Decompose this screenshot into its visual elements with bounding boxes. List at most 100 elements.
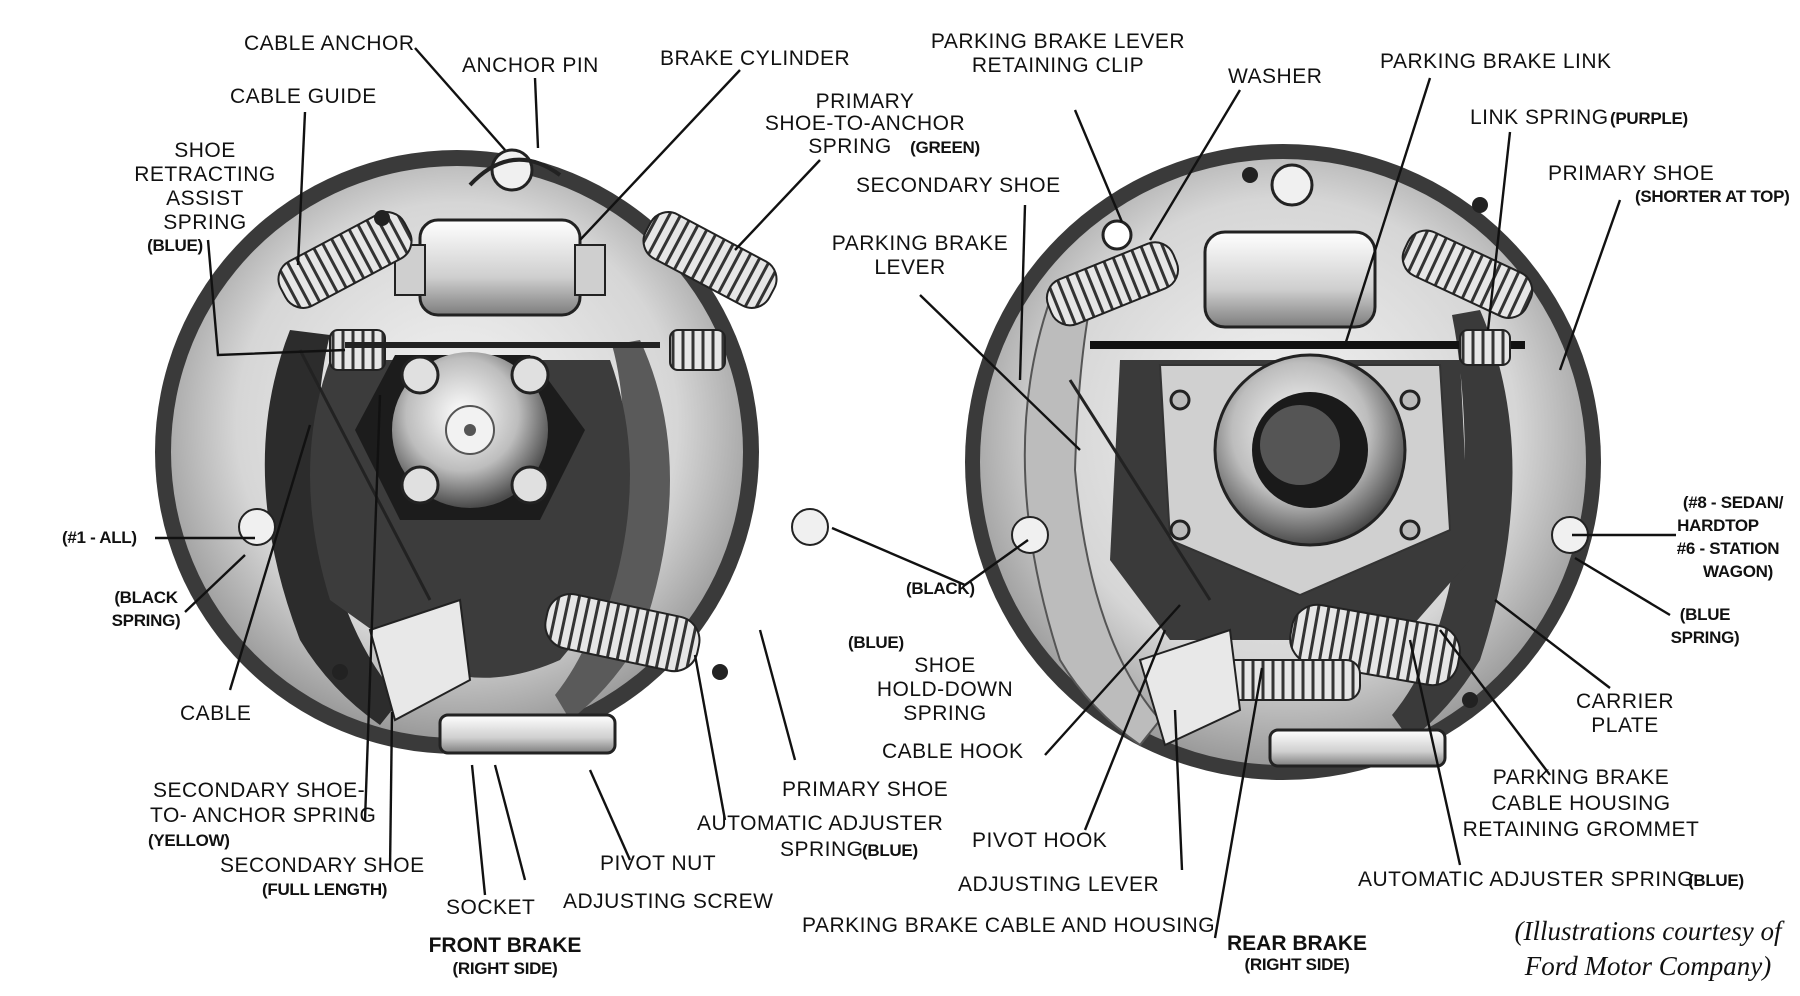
label-carrier-plate: CARRIER PLATE	[1576, 690, 1674, 737]
svg-text:SHOE: SHOE	[174, 139, 236, 162]
leader-lines	[155, 47, 1676, 939]
rear-plate-hole-2	[1472, 197, 1488, 213]
label-sedan-wagon: (#8 - SEDAN/ HARDTOP #6 - STATION WAGON)	[1677, 493, 1784, 581]
svg-text:(BLUE): (BLUE)	[1688, 871, 1744, 890]
svg-text:#6 - STATION: #6 - STATION	[1677, 539, 1780, 558]
svg-text:RETAINING GROMMET: RETAINING GROMMET	[1463, 818, 1700, 841]
svg-text:RETAINING CLIP: RETAINING CLIP	[972, 54, 1144, 77]
svg-text:RETRACTING: RETRACTING	[134, 163, 276, 186]
svg-text:HOLD-DOWN: HOLD-DOWN	[877, 678, 1013, 701]
svg-text:SPRING: SPRING	[163, 211, 247, 234]
front-cylinder-boot-right	[574, 244, 606, 296]
svg-text:(FULL LENGTH): (FULL LENGTH)	[262, 880, 387, 899]
front-brake-illustration	[155, 148, 829, 755]
label-pb-lever-clip: PARKING BRAKE LEVER RETAINING CLIP	[931, 30, 1185, 77]
label-shoe-holddown-spring: SHOE HOLD-DOWN SPRING	[877, 654, 1013, 725]
label-anchor-pin: ANCHOR PIN	[462, 54, 599, 77]
svg-text:(YELLOW): (YELLOW)	[148, 831, 230, 850]
svg-text:(Illustrations courtesy of: (Illustrations courtesy of	[1515, 916, 1785, 946]
label-primary-spring: PRIMARY SHOE-TO-ANCHOR SPRING (GREEN)	[765, 90, 980, 158]
rear-primary-shoe	[1392, 310, 1513, 740]
label-adjusting-lever: ADJUSTING LEVER	[958, 873, 1159, 896]
rear-springs	[1045, 229, 1534, 701]
front-plate-hole-3	[712, 664, 728, 680]
svg-text:(RIGHT SIDE): (RIGHT SIDE)	[1244, 955, 1349, 974]
label-rear-blue-spring: (BLUE SPRING)	[1671, 605, 1740, 647]
front-cable-anchor-plate	[468, 157, 562, 187]
front-plate-hole-1	[374, 210, 390, 226]
rear-adjusting-screw	[1268, 728, 1447, 768]
svg-text:(#8 - SEDAN/: (#8 - SEDAN/	[1683, 493, 1784, 512]
label-cable-guide: CABLE GUIDE	[230, 85, 377, 108]
rear-labels: PARKING BRAKE LEVER RETAINING CLIP WASHE…	[802, 30, 1790, 974]
svg-text:WAGON): WAGON)	[1703, 562, 1773, 581]
label-front-auto-adjuster-spring: AUTOMATIC ADJUSTER SPRING (BLUE)	[697, 812, 943, 861]
svg-text:FRONT BRAKE: FRONT BRAKE	[429, 934, 582, 957]
illustration-credit: (Illustrations courtesy of Ford Motor Co…	[1515, 916, 1785, 981]
rear-plate-hole-3	[1462, 692, 1478, 708]
svg-text:(BLUE): (BLUE)	[862, 841, 918, 860]
svg-text:(BLUE): (BLUE)	[147, 236, 203, 255]
label-pb-cable-housing: PARKING BRAKE CABLE AND HOUSING	[802, 914, 1215, 937]
rear-secondary-shoe	[1023, 298, 1162, 747]
rear-plate-hole-1	[1242, 167, 1258, 183]
svg-text:SECONDARY SHOE-: SECONDARY SHOE-	[153, 779, 365, 802]
label-rear-auto-adjuster-spring: AUTOMATIC ADJUSTER SPRING (BLUE)	[1358, 868, 1744, 891]
rear-wheel-cylinder	[1203, 230, 1377, 329]
label-black-spring: (BLACK SPRING)	[112, 588, 181, 630]
front-adjusting-lever	[368, 598, 472, 722]
svg-text:PRIMARY SHOE: PRIMARY SHOE	[1548, 162, 1714, 185]
front-hub-cap	[464, 424, 476, 436]
svg-text:SECONDARY SHOE: SECONDARY SHOE	[220, 854, 425, 877]
front-holddown-right	[791, 508, 829, 546]
shared-labels: (BLACK) (BLUE) SHOE HOLD-DOWN SPRING	[848, 579, 1013, 725]
svg-text:(BLUE: (BLUE	[1680, 605, 1730, 624]
svg-text:SPRING): SPRING)	[112, 611, 181, 630]
rear-anchor-pin	[1270, 163, 1314, 207]
front-brake-cylinder	[418, 218, 582, 317]
front-plate-hole-2	[332, 664, 348, 680]
front-secondary-shoe	[264, 330, 400, 725]
svg-text:TO- ANCHOR SPRING: TO- ANCHOR SPRING	[150, 804, 376, 827]
front-holddown-left	[238, 508, 276, 546]
label-all-1: (#1 - ALL)	[62, 528, 137, 547]
svg-text:SHOE: SHOE	[914, 654, 976, 677]
svg-text:LEVER: LEVER	[874, 256, 945, 279]
label-washer: WASHER	[1228, 65, 1322, 88]
svg-text:AUTOMATIC ADJUSTER: AUTOMATIC ADJUSTER	[697, 812, 943, 835]
front-anchor-pin	[490, 148, 534, 192]
svg-text:(RIGHT SIDE): (RIGHT SIDE)	[452, 959, 557, 978]
svg-text:SPRING: SPRING	[808, 135, 892, 158]
svg-text:Ford Motor Company): Ford Motor Company)	[1524, 951, 1771, 981]
front-hub-bolts	[400, 355, 550, 505]
svg-text:SHOE-TO-ANCHOR: SHOE-TO-ANCHOR	[765, 112, 965, 135]
svg-text:(PURPLE): (PURPLE)	[1610, 109, 1688, 128]
label-link-spring: LINK SPRING (PURPLE)	[1470, 106, 1688, 129]
svg-text:PRIMARY: PRIMARY	[816, 90, 915, 113]
label-pivot-nut: PIVOT NUT	[600, 852, 716, 875]
svg-text:(GREEN): (GREEN)	[910, 138, 980, 157]
svg-text:SPRING): SPRING)	[1671, 628, 1740, 647]
svg-text:AUTOMATIC ADJUSTER SPRING: AUTOMATIC ADJUSTER SPRING	[1358, 868, 1694, 891]
label-socket: SOCKET	[446, 896, 535, 919]
svg-text:(BLACK: (BLACK	[114, 588, 178, 607]
label-blue: (BLUE)	[848, 633, 904, 652]
label-adjusting-screw: ADJUSTING SCREW	[563, 890, 774, 913]
svg-text:CABLE HOUSING: CABLE HOUSING	[1491, 792, 1670, 815]
rear-housing-bolts	[1169, 389, 1421, 541]
rear-cable	[1068, 379, 1212, 601]
rear-axle-bore-inner	[1260, 405, 1340, 485]
rear-adjusting-lever	[1138, 628, 1242, 747]
label-rear-secondary-shoe: SECONDARY SHOE	[856, 174, 1061, 197]
front-labels: CABLE ANCHOR ANCHOR PIN BRAKE CYLINDER C…	[62, 32, 980, 978]
svg-text:ASSIST: ASSIST	[166, 187, 244, 210]
svg-text:REAR BRAKE: REAR BRAKE	[1227, 932, 1367, 955]
label-front-primary-shoe: PRIMARY SHOE	[782, 778, 948, 801]
front-cable	[298, 349, 432, 601]
rear-washer	[1101, 219, 1133, 251]
front-caption: FRONT BRAKE (RIGHT SIDE)	[429, 934, 582, 978]
svg-text:PARKING BRAKE: PARKING BRAKE	[832, 232, 1009, 255]
label-secondary-anchor-spring: SECONDARY SHOE- TO- ANCHOR SPRING (YELLO…	[148, 779, 376, 850]
svg-text:PLATE: PLATE	[1591, 714, 1658, 737]
